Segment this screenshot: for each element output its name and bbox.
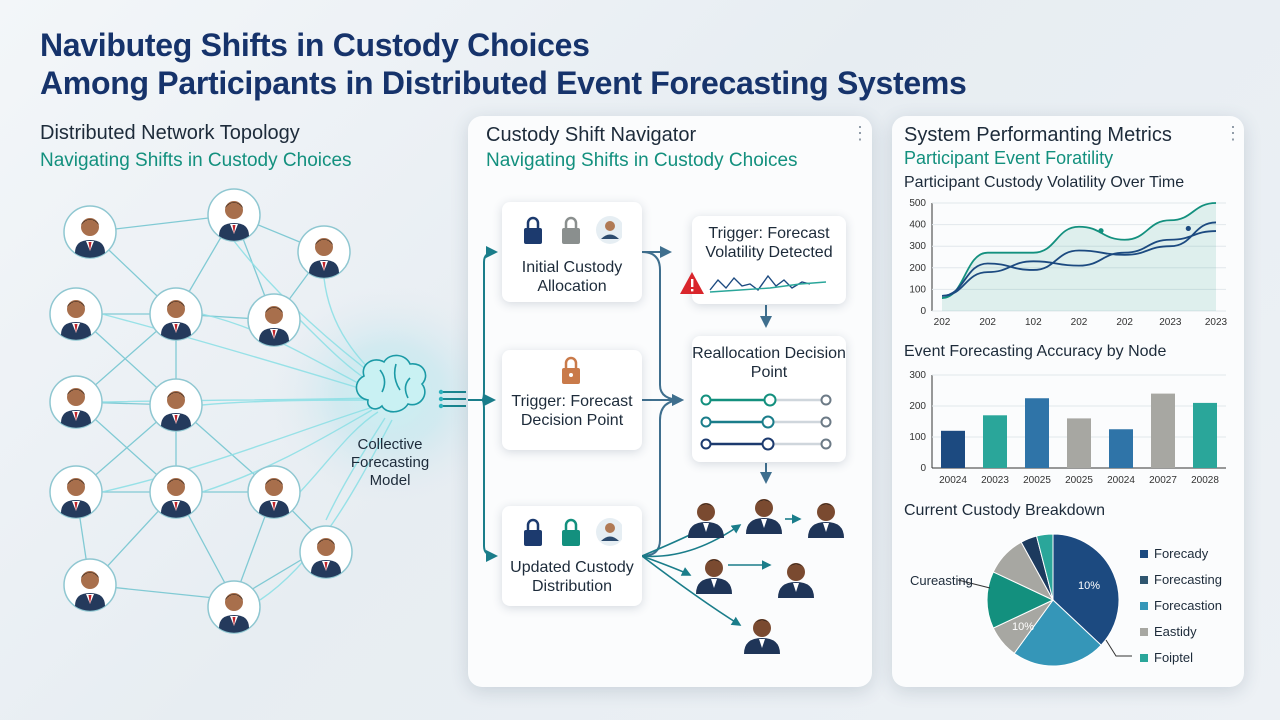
page-title: Navibuteg Shifts in Custody Choices Amon… xyxy=(40,26,967,102)
legend-swatch xyxy=(1140,627,1148,636)
pie-slice xyxy=(986,571,1055,629)
bar-chart-x-tick: 20028 xyxy=(1191,475,1219,486)
line-chart-x-tick: 202 xyxy=(1071,317,1088,328)
bar-chart-bar xyxy=(1109,429,1133,468)
bar-chart-bar xyxy=(983,415,1007,468)
updated-custody-card[interactable]: Updated Custody Distribution xyxy=(502,506,642,606)
pie-label-large: 10% xyxy=(1078,580,1101,592)
line-chart-series-1 xyxy=(941,202,1217,299)
reallocation-label: Reallocation Decision Point xyxy=(692,345,846,381)
line-chart-y-tick: 400 xyxy=(909,220,926,231)
bar-chart-y-tick: 300 xyxy=(909,370,926,381)
pie-leader-line xyxy=(1105,639,1132,657)
line-chart-x-tick: 202 xyxy=(1116,317,1133,328)
line-chart-x-tick: 2023 xyxy=(1159,317,1182,328)
bar-chart-bar xyxy=(1193,402,1217,468)
reallocation-card[interactable]: Reallocation Decision Point xyxy=(692,336,846,462)
page-title-line-2: Among Participants in Distributed Event … xyxy=(40,65,967,101)
trigger-volatility-label: Trigger: Forecast Volatility Detected xyxy=(705,225,833,261)
bar-chart-y-tick: 100 xyxy=(909,432,926,443)
legend-label: Forecasting xyxy=(1154,572,1222,587)
bar-chart-bar xyxy=(1067,418,1091,468)
pie-leader-line xyxy=(957,579,991,589)
line-chart-y-tick: 300 xyxy=(909,241,926,252)
legend-label: Forecady xyxy=(1154,546,1209,561)
bar-chart-x-tick: 20025 xyxy=(1023,475,1051,486)
volatility-sparkline xyxy=(680,272,827,294)
line-chart-title: Participant Custody Volatility Over Time xyxy=(904,174,1185,191)
lock-icon xyxy=(524,518,622,546)
lock-icon xyxy=(524,216,622,244)
line-chart-y-tick: 500 xyxy=(909,198,926,209)
line-chart-x-tick: 2023 xyxy=(1205,317,1228,328)
line-chart-x-tick: 202 xyxy=(979,317,996,328)
bar-chart-x-tick: 20027 xyxy=(1149,475,1177,486)
bar-chart-bar xyxy=(1151,393,1175,468)
line-chart-x-tick: 202 xyxy=(934,317,951,328)
bar-chart-bar xyxy=(941,430,965,468)
bar-chart-x-tick: 20025 xyxy=(1065,475,1093,486)
bar-chart-x-tick: 20024 xyxy=(939,475,967,486)
slider-icon[interactable] xyxy=(700,390,840,456)
updated-custody-label: Updated Custody Distribution xyxy=(510,559,634,595)
navigator-subtitle: Navigating Shifts in Custody Choices xyxy=(486,150,798,171)
pie-legend-item: Forecasting xyxy=(1140,572,1222,587)
line-chart-point xyxy=(1185,225,1191,232)
pie-slice xyxy=(1035,533,1054,601)
collective-model-label: Collective Forecasting Model xyxy=(350,436,430,489)
pie-chart-title: Current Custody Breakdown xyxy=(904,502,1105,519)
bar-chart-x-tick: 20023 xyxy=(981,475,1009,486)
pie-label-small: 10% xyxy=(1012,621,1035,633)
line-chart-y-tick: 100 xyxy=(909,284,926,295)
legend-label: Foiptel xyxy=(1154,650,1194,665)
pie-legend-item: Foiptel xyxy=(1140,650,1193,665)
trigger-decision-label: Trigger: Forecast Decision Point xyxy=(511,393,633,429)
metrics-subtitle: Participant Event Foratility xyxy=(904,148,1114,168)
pie-legend-item: Eastidy xyxy=(1140,624,1197,639)
pie-legend-item: Forecady xyxy=(1140,546,1208,561)
metrics-more-icon[interactable]: ⋮ xyxy=(1224,123,1242,143)
legend-swatch xyxy=(1140,601,1148,610)
initial-custody-card[interactable]: Initial Custody Allocation xyxy=(502,202,642,302)
warning-icon xyxy=(680,272,704,294)
legend-label: Forecastion xyxy=(1154,598,1222,613)
pie-slice xyxy=(1013,599,1102,667)
legend-swatch xyxy=(1140,549,1148,558)
line-chart-series-2 xyxy=(941,221,1217,297)
metrics-title: System Performanting Metrics xyxy=(904,124,1172,146)
brain-icon xyxy=(355,354,427,413)
legend-swatch xyxy=(1140,653,1148,662)
trigger-volatility-card[interactable]: Trigger: Forecast Volatility Detected xyxy=(680,216,846,304)
bar-chart-y-tick: 0 xyxy=(920,463,926,474)
navigator-more-icon[interactable]: ⋮ xyxy=(851,123,869,143)
bar-chart-x-tick: 20024 xyxy=(1107,475,1135,486)
line-chart-y-tick: 0 xyxy=(920,306,926,317)
bar-chart-title: Event Forecasting Accuracy by Node xyxy=(904,343,1167,360)
lock-icon xyxy=(562,356,580,384)
line-chart-series-3 xyxy=(941,230,1217,297)
page-title-line-1: Navibuteg Shifts in Custody Choices xyxy=(40,27,590,63)
pie-outer-label: Cureasting xyxy=(910,573,973,588)
bar-chart-y-tick: 200 xyxy=(909,401,926,412)
line-chart-point xyxy=(1098,228,1104,234)
legend-swatch xyxy=(1140,575,1148,584)
legend-label: Eastidy xyxy=(1154,624,1197,639)
pie-slice xyxy=(1052,533,1120,646)
network-title: Distributed Network Topology xyxy=(40,122,300,144)
line-chart-x-tick: 102 xyxy=(1025,317,1042,328)
initial-custody-label: Initial Custody Allocation xyxy=(521,259,623,295)
trigger-decision-card[interactable]: Trigger: Forecast Decision Point xyxy=(502,350,642,450)
line-chart-y-tick: 200 xyxy=(909,263,926,274)
pie-legend-item: Forecastion xyxy=(1140,598,1222,613)
bar-chart-bar xyxy=(1025,398,1049,468)
navigator-title: Custody Shift Navigator xyxy=(486,124,697,146)
network-subtitle: Navigating Shifts in Custody Choices xyxy=(40,150,352,171)
